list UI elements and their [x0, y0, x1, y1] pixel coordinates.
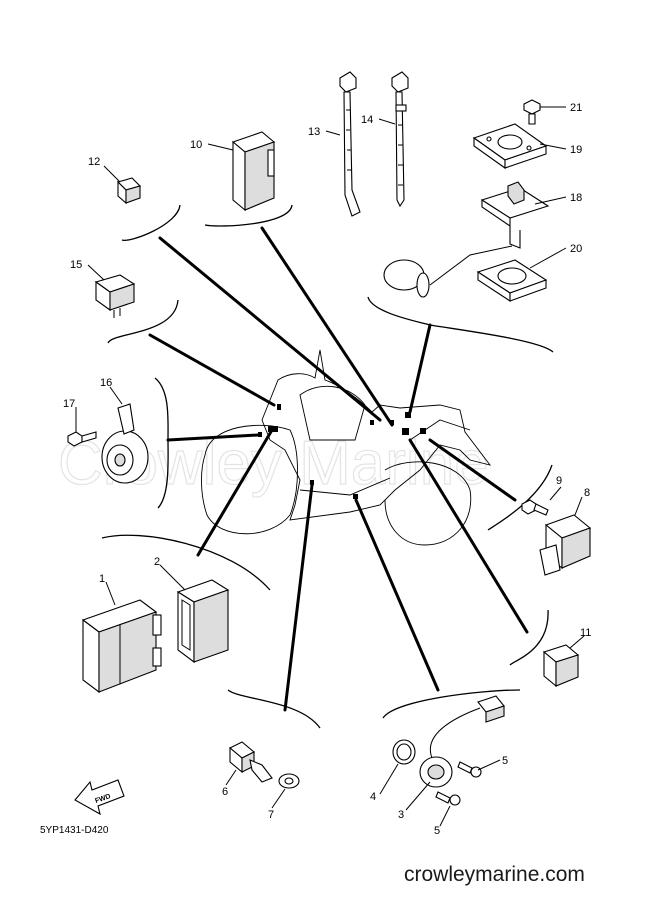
- callout-7: 7: [268, 809, 274, 821]
- callout-2: 2: [154, 556, 160, 568]
- drawing-code: 5YP1431-D420: [40, 825, 109, 836]
- callout-1: 1: [99, 573, 105, 585]
- callout-19: 19: [570, 144, 582, 156]
- relay-unit-part: [231, 131, 276, 212]
- callout-21: 21: [570, 102, 582, 114]
- callout-6: 6: [222, 786, 228, 798]
- callout-14: 14: [361, 114, 373, 126]
- cable-tie-part-2: [391, 71, 409, 208]
- starter-relay-part: [94, 274, 136, 318]
- horn-part: [101, 403, 149, 484]
- callout-20: 20: [570, 243, 582, 255]
- callout-18: 18: [570, 192, 582, 204]
- callout-3: 3: [398, 809, 404, 821]
- rectifier-part: [176, 579, 230, 664]
- neutral-switch-part: [419, 695, 505, 788]
- flasher-relay-part: [539, 514, 592, 576]
- relay-part: [542, 644, 580, 688]
- callout-10: 10: [190, 139, 202, 151]
- cdi-unit-part: [81, 599, 162, 694]
- site-credit: crowleymarine.com: [404, 863, 585, 886]
- callout-labels: 12 10 13 14 21 19 18 20 15 16 17 9 8 11 …: [63, 102, 591, 837]
- fuse-part: [116, 177, 142, 205]
- gasket-part-2: [476, 259, 548, 303]
- sensor-part: [229, 741, 273, 783]
- horn-bolt-part: [67, 431, 97, 447]
- cable-tie-part: [339, 71, 361, 217]
- callout-4: 4: [370, 791, 376, 803]
- screw-part-2: [435, 791, 461, 806]
- callout-5-upper: 5: [502, 755, 508, 767]
- fwd-arrow-icon: FWD: [74, 779, 125, 816]
- bolt-part-2: [521, 499, 549, 516]
- callout-17: 17: [63, 398, 75, 410]
- bolt-part: [523, 99, 541, 125]
- callout-13: 13: [308, 126, 320, 138]
- callout-9: 9: [556, 475, 562, 487]
- gasket-part: [472, 123, 548, 170]
- callout-8: 8: [584, 487, 590, 499]
- fuel-sender-part: [383, 181, 550, 298]
- callout-16: 16: [100, 377, 112, 389]
- washer-part: [278, 773, 300, 789]
- harness-lines: [101, 204, 554, 729]
- o-ring-part: [392, 739, 416, 765]
- callout-11: 11: [580, 627, 591, 639]
- callout-12: 12: [88, 156, 100, 168]
- callout-5-lower: 5: [434, 825, 440, 837]
- screw-part: [457, 761, 482, 778]
- leader-lines: [75, 106, 585, 827]
- callout-15: 15: [70, 259, 82, 271]
